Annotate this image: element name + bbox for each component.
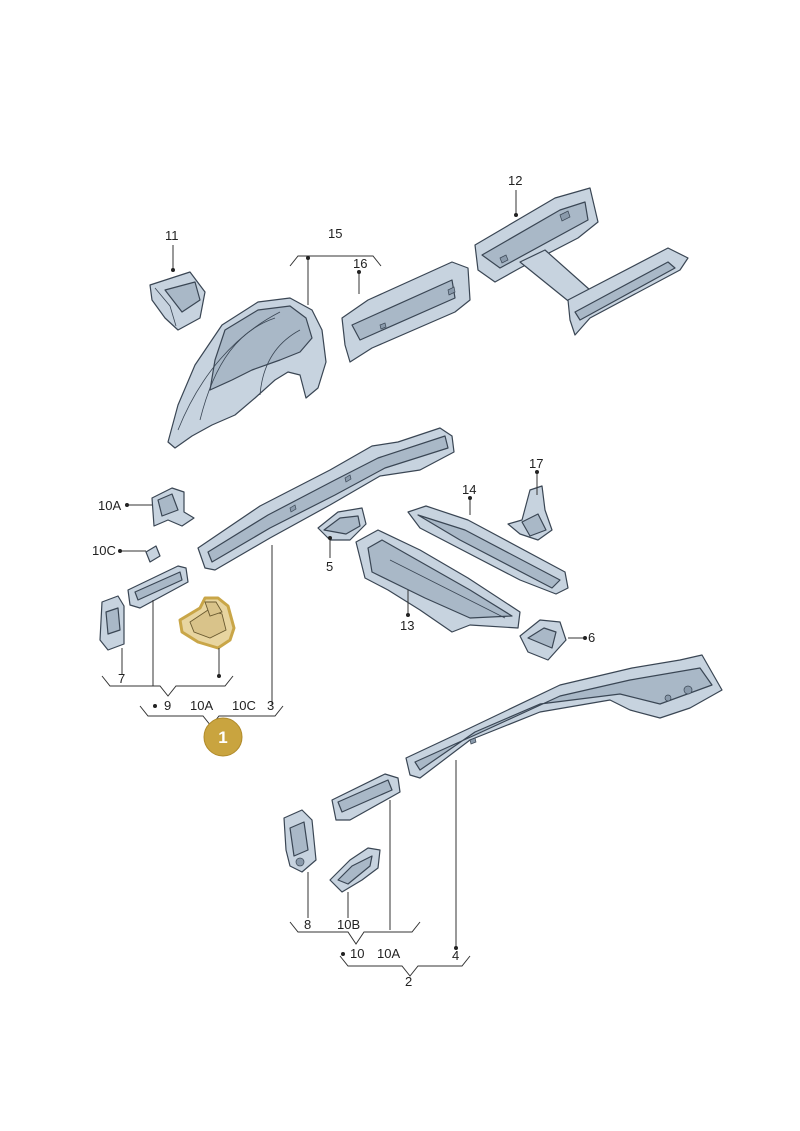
- label-14: 14: [462, 482, 476, 497]
- label-16: 16: [353, 256, 367, 271]
- part-12-rear-frame[interactable]: [474, 187, 689, 336]
- label-7: 7: [118, 671, 125, 686]
- part-10-channel-lower[interactable]: [331, 773, 401, 821]
- label-10a-left: 10A: [98, 498, 121, 513]
- label-9: 9: [164, 698, 171, 713]
- part-10a-highlighted-support[interactable]: [178, 596, 236, 650]
- label-8: 8: [304, 917, 311, 932]
- part-8-mounting-plate[interactable]: [283, 809, 317, 873]
- part-10c-clip-left[interactable]: [145, 545, 161, 563]
- label-5: 5: [326, 559, 333, 574]
- part-10b-bracket[interactable]: [329, 847, 381, 893]
- part-9-channel[interactable]: [127, 565, 189, 609]
- label-17: 17: [529, 456, 543, 471]
- part-14-cross-member[interactable]: [407, 505, 569, 595]
- part-5-bracket[interactable]: [317, 507, 367, 541]
- label-11: 11: [165, 228, 179, 243]
- label-10c-group: 10C: [232, 698, 256, 713]
- label-3: 3: [267, 698, 274, 713]
- label-4: 4: [452, 948, 459, 963]
- label-10c-left: 10C: [92, 543, 116, 558]
- label-13: 13: [400, 618, 414, 633]
- position-badge[interactable]: 1: [203, 717, 243, 757]
- label-10a-group: 10A: [190, 698, 213, 713]
- part-3-side-member[interactable]: [197, 427, 455, 571]
- part-4-lower-side-member[interactable]: [405, 654, 723, 779]
- label-15: 15: [328, 226, 342, 241]
- part-15-wheel-housing[interactable]: [167, 297, 327, 449]
- part-7-mounting-plate[interactable]: [99, 595, 125, 651]
- callout-dots: [118, 213, 587, 956]
- label-10: 10: [350, 946, 364, 961]
- part-11-wheel-arch-segment[interactable]: [149, 271, 206, 331]
- position-badge-number: 1: [218, 728, 227, 747]
- label-12: 12: [508, 173, 522, 188]
- part-6-bracket[interactable]: [519, 619, 567, 661]
- part-10a-bracket-left[interactable]: [151, 487, 195, 527]
- part-17-jack-mount[interactable]: [507, 485, 553, 541]
- part-13-floor-panel[interactable]: [355, 529, 521, 633]
- label-10b: 10B: [337, 917, 360, 932]
- label-2: 2: [405, 974, 412, 989]
- callout-lines: [101, 190, 585, 977]
- label-6: 6: [588, 630, 595, 645]
- label-10a-bottom: 10A: [377, 946, 400, 961]
- part-16-rail-panel[interactable]: [341, 261, 471, 363]
